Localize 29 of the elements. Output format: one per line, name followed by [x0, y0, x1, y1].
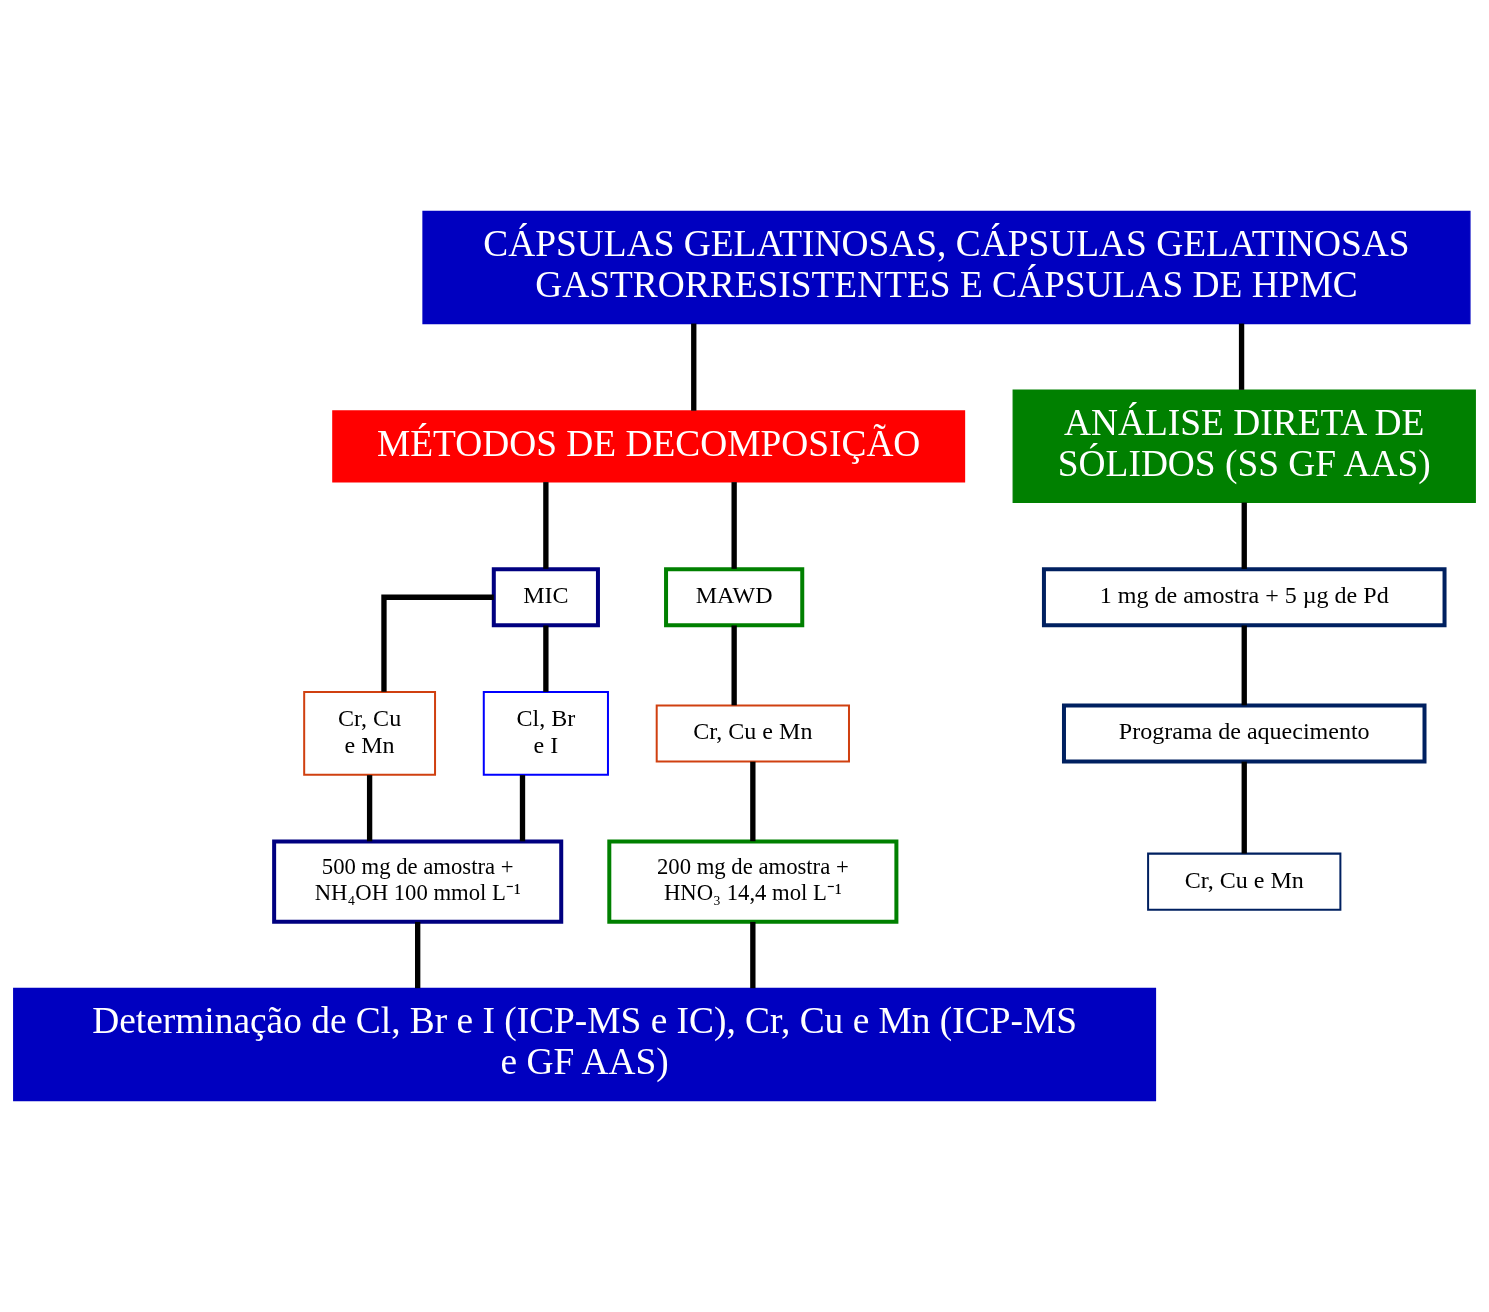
connector: [1238, 323, 1245, 390]
node-box: Cr, Cu e Mn: [1147, 852, 1342, 911]
node-box: 500 mg de amostra + NH₄OH 100 mmol L⁻¹: [272, 839, 564, 924]
node-box: 1 mg de amostra + 5 µg de Pd: [1041, 567, 1447, 628]
connector: [381, 594, 494, 692]
node-box: CÁPSULAS GELATINOSAS, CÁPSULAS GELATINOSAS GASTRORRESISTENTES E CÁPSULAS DE HPMC: [422, 210, 1471, 325]
node-box: MÉTODOS DE DECOMPOSIÇÃO: [332, 410, 966, 483]
node-box: ANÁLISE DIRETA DE SÓLIDOS (SS GF AAS): [1012, 389, 1476, 504]
node-box: Programa de aquecimento: [1061, 703, 1427, 764]
node-box: Cr, Cu e Mn: [655, 704, 850, 763]
node-box: 200 mg de amostra + HNO₃ 14,4 mol L⁻¹: [607, 839, 899, 924]
connector: [1241, 761, 1247, 854]
connector: [543, 625, 549, 692]
connector: [543, 482, 549, 569]
connector: [366, 775, 373, 842]
node-box: MAWD: [664, 567, 805, 628]
connector: [731, 482, 737, 569]
connector: [731, 625, 737, 706]
node-box: Cr, Cu e Mn: [303, 691, 437, 776]
node-box: MIC: [491, 567, 600, 628]
connector: [415, 921, 421, 989]
node-box: Determinação de Cl, Br e I (ICP-MS e IC), Cr, Cu e Mn (ICP-MS e GF AAS): [13, 987, 1157, 1102]
node-box: Cl, Br e I: [482, 691, 609, 776]
connector: [1241, 502, 1247, 569]
connector: [1241, 625, 1247, 706]
connector: [691, 323, 697, 411]
connector: [519, 775, 526, 842]
connector: [750, 761, 756, 842]
connector: [750, 921, 756, 989]
